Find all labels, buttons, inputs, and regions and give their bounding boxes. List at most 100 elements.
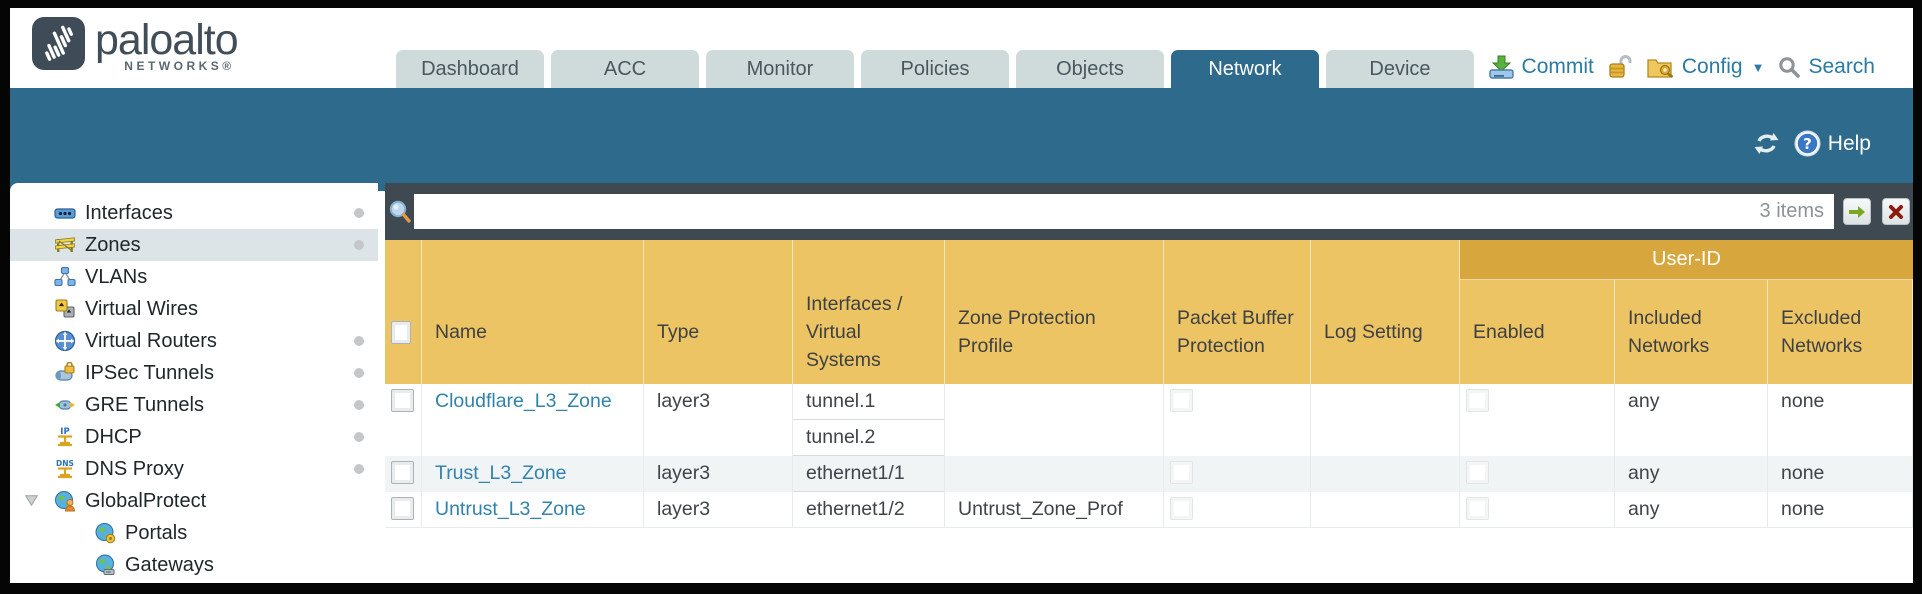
log-setting xyxy=(1311,456,1460,492)
status-dot xyxy=(354,400,364,410)
lock-button[interactable] xyxy=(1608,54,1632,80)
column-header-log-setting[interactable]: Log Setting xyxy=(1311,280,1460,384)
row-checkbox[interactable] xyxy=(391,389,414,412)
table-row: Untrust_L3_Zone layer3 ethernet1/2 Untru… xyxy=(385,492,1913,528)
config-label: Config xyxy=(1681,55,1743,78)
zones-icon xyxy=(55,237,75,252)
column-header-included-networks[interactable]: Included Networks xyxy=(1615,280,1768,384)
filter-search-icon xyxy=(389,200,411,223)
status-dot xyxy=(354,368,364,378)
virtual-wires-icon xyxy=(55,299,75,318)
interface-cell: tunnel.1 xyxy=(793,384,944,420)
zone-protection-profile: Untrust_Zone_Prof xyxy=(945,492,1164,528)
brand-name: paloalto xyxy=(95,16,239,64)
dns-proxy-icon: DNS xyxy=(56,459,74,479)
status-dot xyxy=(354,336,364,346)
select-all-checkbox[interactable] xyxy=(391,320,411,344)
interfaces-icon xyxy=(54,208,76,219)
zone-name-link[interactable]: Trust_L3_Zone xyxy=(435,462,567,484)
sidebar-item-portals[interactable]: Portals xyxy=(10,517,378,549)
column-header-type[interactable]: Type xyxy=(644,280,793,384)
row-checkbox[interactable] xyxy=(391,461,414,484)
included-networks: any xyxy=(1615,456,1768,492)
status-dot xyxy=(354,432,364,442)
row-checkbox[interactable] xyxy=(391,497,414,520)
commit-button[interactable]: Commit xyxy=(1488,54,1594,80)
sidebar-item-vlans[interactable]: VLANs xyxy=(10,261,378,293)
column-header-name[interactable]: Name xyxy=(422,280,644,384)
zone-interfaces: ethernet1/1 xyxy=(793,456,945,492)
utility-bar: Commit Config ▼ xyxy=(1488,54,1875,80)
help-button[interactable]: ? Help xyxy=(1794,130,1871,157)
zone-name-link[interactable]: Cloudflare_L3_Zone xyxy=(435,390,612,412)
tab-dashboard[interactable]: Dashboard xyxy=(396,50,544,88)
gre-tunnels-icon xyxy=(55,400,75,410)
sidebar-item-zones[interactable]: Zones xyxy=(10,229,378,261)
sidebar-item-gre-tunnels[interactable]: GRE Tunnels xyxy=(10,389,378,421)
column-header-enabled[interactable]: Enabled xyxy=(1460,280,1615,384)
expander-triangle-icon[interactable] xyxy=(25,495,38,506)
sidebar-item-label: Portals xyxy=(125,521,188,544)
zone-interfaces: ethernet1/2 xyxy=(793,492,945,528)
column-header-zone-protection-profile[interactable]: Zone Protection Profile xyxy=(945,280,1164,384)
sidebar-item-globalprotect[interactable]: GlobalProtect xyxy=(10,485,378,517)
svg-text:IP: IP xyxy=(60,427,69,437)
items-count: 3 items xyxy=(1759,200,1824,222)
vlans-icon xyxy=(54,266,76,287)
band-actions: ? Help xyxy=(1753,130,1871,157)
sidebar-item-dns-proxy[interactable]: DNS DNS Proxy xyxy=(10,453,378,485)
portals-icon xyxy=(95,523,116,544)
sidebar-item-interfaces[interactable]: Interfaces xyxy=(10,197,378,229)
tab-objects[interactable]: Objects xyxy=(1016,50,1164,88)
virtual-routers-icon xyxy=(54,330,76,352)
green-arrow-icon xyxy=(1849,205,1865,218)
sidebar-item-label: DNS Proxy xyxy=(85,457,184,480)
help-label: Help xyxy=(1827,131,1871,155)
packet-buffer-protection-checkbox[interactable] xyxy=(1170,497,1193,520)
user-id-enabled-checkbox[interactable] xyxy=(1466,461,1489,484)
filter-input-wrap: 3 items xyxy=(414,194,1834,229)
interface-cell: ethernet1/2 xyxy=(793,492,944,527)
user-id-enabled-checkbox[interactable] xyxy=(1466,389,1489,412)
packet-buffer-protection-checkbox[interactable] xyxy=(1170,461,1193,484)
user-id-enabled-checkbox[interactable] xyxy=(1466,497,1489,520)
interface-cell: tunnel.2 xyxy=(793,420,944,456)
config-menu-button[interactable]: Config ▼ xyxy=(1646,54,1764,80)
sidebar-item-dhcp[interactable]: IP DHCP xyxy=(10,421,378,453)
zone-name-link[interactable]: Untrust_L3_Zone xyxy=(435,498,586,520)
sidebar-item-virtual-routers[interactable]: Virtual Routers xyxy=(10,325,378,357)
tab-policies[interactable]: Policies xyxy=(861,50,1009,88)
sidebar-item-gateways[interactable]: Gateways xyxy=(10,549,378,581)
tab-monitor[interactable]: Monitor xyxy=(706,50,854,88)
included-networks: any xyxy=(1615,384,1768,456)
sidebar-item-label: GRE Tunnels xyxy=(85,393,204,416)
network-sidebar: Interfaces Zones xyxy=(10,183,378,583)
apply-filter-button[interactable] xyxy=(1843,198,1871,225)
gateways-icon xyxy=(96,554,115,575)
table-row: Trust_L3_Zone layer3 ethernet1/1 any non… xyxy=(385,456,1913,492)
column-header-excluded-networks[interactable]: Excluded Networks xyxy=(1768,280,1913,384)
help-icon: ? xyxy=(1794,130,1821,157)
search-button[interactable]: Search xyxy=(1778,55,1875,79)
column-header-interfaces[interactable]: Interfaces / Virtual Systems xyxy=(793,280,945,384)
commit-label: Commit xyxy=(1521,55,1594,78)
dhcp-icon: IP xyxy=(58,427,72,447)
column-header-packet-buffer-protection[interactable]: Packet Buffer Protection xyxy=(1164,280,1311,384)
sidebar-item-virtual-wires[interactable]: Virtual Wires xyxy=(10,293,378,325)
tab-device[interactable]: Device xyxy=(1326,50,1474,88)
packet-buffer-protection-checkbox[interactable] xyxy=(1170,389,1193,412)
zone-protection-profile xyxy=(945,456,1164,492)
log-setting xyxy=(1311,492,1460,528)
refresh-icon[interactable] xyxy=(1753,131,1780,156)
tab-network[interactable]: Network xyxy=(1171,50,1319,88)
included-networks: any xyxy=(1615,492,1768,528)
sidebar-item-ipsec-tunnels[interactable]: IPSec Tunnels xyxy=(10,357,378,389)
filter-input[interactable] xyxy=(414,194,1760,229)
tab-acc[interactable]: ACC xyxy=(551,50,699,88)
search-label: Search xyxy=(1808,55,1875,78)
zone-type: layer3 xyxy=(644,492,793,528)
select-all-cell xyxy=(385,280,422,384)
clear-filter-button[interactable] xyxy=(1882,198,1910,225)
excluded-networks: none xyxy=(1768,492,1913,528)
